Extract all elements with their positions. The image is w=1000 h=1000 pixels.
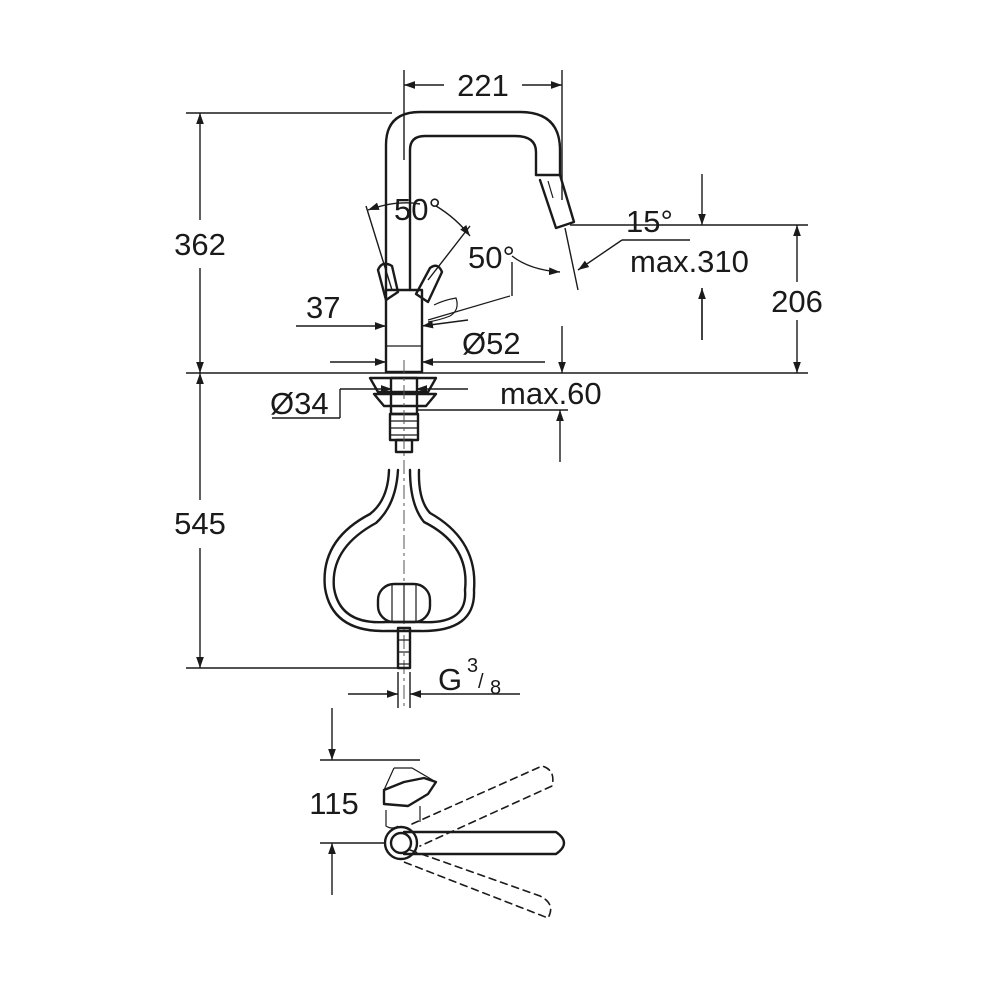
dim-spout-angle bbox=[564, 174, 706, 340]
label-thread: G bbox=[438, 662, 462, 697]
dim-thread bbox=[348, 672, 520, 708]
label-spout-angle: 15° bbox=[626, 204, 673, 239]
label-lever-offset: 37 bbox=[306, 290, 340, 325]
dim-spray-angle bbox=[511, 255, 561, 296]
faucet-body bbox=[384, 288, 424, 374]
dim-hose-length bbox=[186, 373, 404, 669]
spout-swing-down bbox=[403, 849, 552, 919]
lever-handle bbox=[376, 262, 400, 302]
mounting-flange bbox=[368, 376, 438, 394]
dim-outlet-height bbox=[570, 224, 808, 373]
label-spray-angle: 50° bbox=[468, 240, 515, 275]
mounting-nut bbox=[372, 392, 438, 408]
dim-lever-offset bbox=[296, 319, 469, 330]
label-outlet-height: 206 bbox=[771, 284, 823, 319]
dim-total-height bbox=[186, 112, 392, 373]
spout-tube bbox=[384, 110, 562, 292]
label-thread-den: 8 bbox=[490, 677, 501, 699]
dim-lever-angle bbox=[365, 202, 471, 291]
label-base-diameter: Ø52 bbox=[462, 326, 521, 361]
spout-swing-up bbox=[411, 765, 554, 847]
spray-head bbox=[534, 173, 576, 230]
dim-spout-reach bbox=[403, 70, 563, 200]
label-thread-num: 3 bbox=[467, 655, 478, 677]
label-hose-length: 545 bbox=[174, 506, 226, 541]
spout-tube-inner bbox=[408, 134, 538, 292]
label-lever-angle: 50° bbox=[394, 192, 441, 227]
base-plan-inner bbox=[389, 831, 413, 855]
faucet-plan-view bbox=[320, 708, 566, 919]
dim-max-extension bbox=[577, 239, 690, 271]
label-thread-slash: / bbox=[478, 671, 484, 693]
base-plan-outer bbox=[383, 825, 419, 861]
dim-hole-diameter bbox=[272, 385, 468, 419]
dim-max-deck bbox=[418, 409, 568, 462]
lever-handle-right bbox=[414, 264, 444, 304]
label-plan-depth: 115 bbox=[309, 786, 358, 821]
dim-base-diameter bbox=[330, 326, 566, 373]
hose-loop-inner bbox=[323, 468, 476, 633]
spout-plan bbox=[402, 830, 566, 856]
label-hole-diameter: Ø34 bbox=[270, 386, 329, 421]
hose-loop-outer bbox=[332, 468, 467, 624]
hose-assembly bbox=[323, 468, 476, 670]
label-total-height: 362 bbox=[174, 227, 226, 262]
lever-plan bbox=[382, 776, 438, 808]
label-max-extension: max.310 bbox=[630, 244, 749, 279]
label-spout-reach: 221 bbox=[457, 68, 509, 103]
label-max-deck: max.60 bbox=[500, 376, 602, 411]
